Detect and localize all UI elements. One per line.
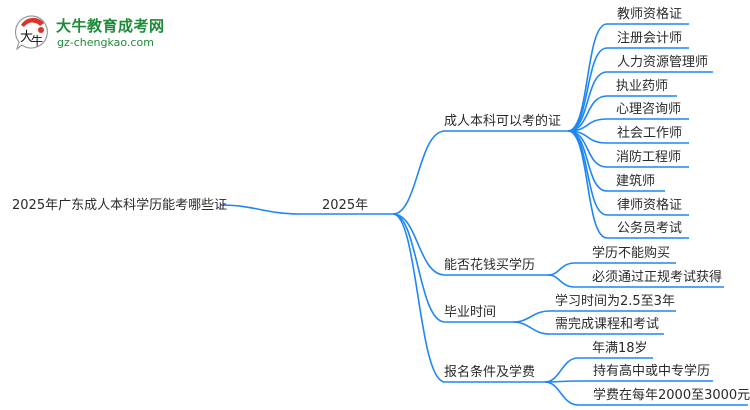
mindmap-root-node[interactable]: 2025年广东成人本科学历能考哪些证 — [12, 198, 228, 213]
svg-text:牛: 牛 — [31, 33, 43, 48]
branch-requirements-fees[interactable]: 报名条件及学费 — [444, 365, 536, 380]
leaf-tuition-fee[interactable]: 学费在每年2000至3000元 — [593, 388, 750, 403]
leaf-cpa[interactable]: 注册会计师 — [617, 31, 683, 46]
leaf-psychological-counselor[interactable]: 心理咨询师 — [616, 102, 682, 117]
logo-badge-icon: 大 牛 — [14, 15, 48, 50]
leaf-age-requirement[interactable]: 年满18岁 — [592, 341, 648, 356]
branch-certificates[interactable]: 成人本科可以考的证 — [444, 114, 562, 129]
leaf-complete-courses[interactable]: 需完成课程和考试 — [555, 317, 660, 332]
leaf-lawyer-certificate[interactable]: 律师资格证 — [617, 198, 683, 213]
leaf-education-requirement[interactable]: 持有高中或中专学历 — [593, 364, 711, 379]
logo-title: 大牛教育成考网 — [56, 17, 165, 35]
leaf-must-pass-exam[interactable]: 必须通过正规考试获得 — [592, 270, 723, 285]
logo-url: gz-chengkao.com — [57, 36, 154, 49]
leaf-architect[interactable]: 建筑师 — [616, 174, 656, 189]
branch-graduation-time[interactable]: 毕业时间 — [444, 305, 497, 320]
leaf-study-duration[interactable]: 学习时间为2.5至3年 — [555, 294, 675, 309]
leaf-civil-service-exam[interactable]: 公务员考试 — [617, 221, 683, 236]
branch-buy-degree[interactable]: 能否花钱买学历 — [444, 258, 536, 273]
leaf-social-worker[interactable]: 社会工作师 — [617, 126, 683, 141]
leaf-fire-engineer[interactable]: 消防工程师 — [616, 150, 682, 165]
leaf-degree-not-purchasable[interactable]: 学历不能购买 — [592, 246, 671, 261]
mindmap-year-node[interactable]: 2025年 — [322, 198, 369, 213]
leaf-teacher-certificate[interactable]: 教师资格证 — [617, 7, 683, 22]
svg-text:大: 大 — [20, 30, 33, 45]
leaf-hr-manager[interactable]: 人力资源管理师 — [617, 55, 709, 70]
leaf-pharmacist[interactable]: 执业药师 — [616, 79, 669, 94]
site-logo: 大 牛 大牛教育成考网 gz-chengkao.com — [14, 12, 164, 52]
